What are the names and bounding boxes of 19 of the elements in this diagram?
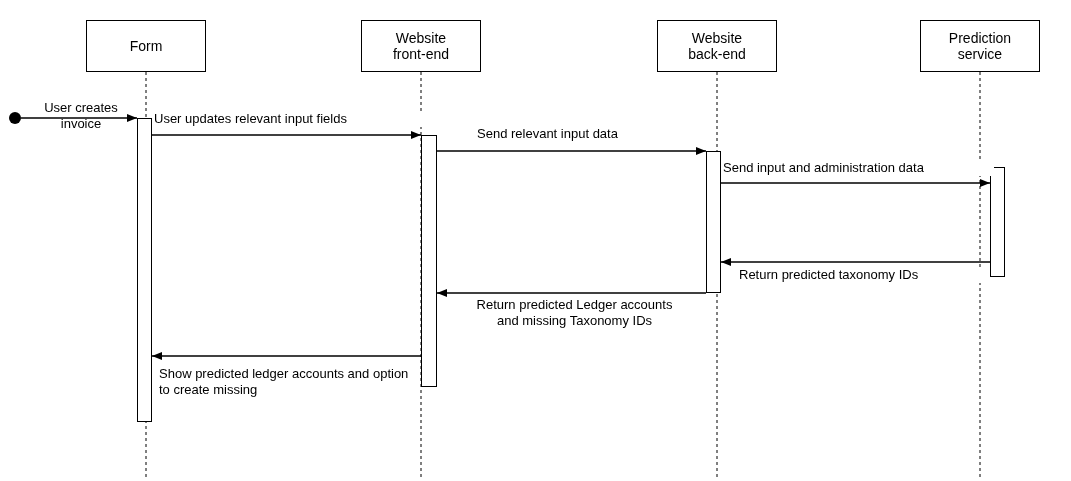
- message-arrow: [720, 257, 991, 267]
- participant-box: Website back-end: [657, 20, 777, 72]
- message-arrow: [720, 178, 991, 188]
- participant-box: Prediction service: [920, 20, 1040, 72]
- message-arrow: [151, 130, 422, 140]
- message-label: User updates relevant input fields: [153, 111, 425, 127]
- participant-box: Website front-end: [361, 20, 481, 72]
- message-arrow: [436, 146, 707, 156]
- message-label: Send input and administration data: [722, 160, 994, 176]
- participant-box: Form: [86, 20, 206, 72]
- activation-bar: [990, 167, 1005, 277]
- message-label: User creates invoice: [43, 100, 119, 132]
- activation-bar: [421, 135, 437, 387]
- message-arrow: [151, 351, 422, 361]
- start-dot: [9, 112, 21, 124]
- activation-bar: [137, 118, 152, 422]
- message-arrow: [436, 288, 707, 298]
- message-arrow: [20, 113, 138, 123]
- activation-bar: [706, 151, 721, 293]
